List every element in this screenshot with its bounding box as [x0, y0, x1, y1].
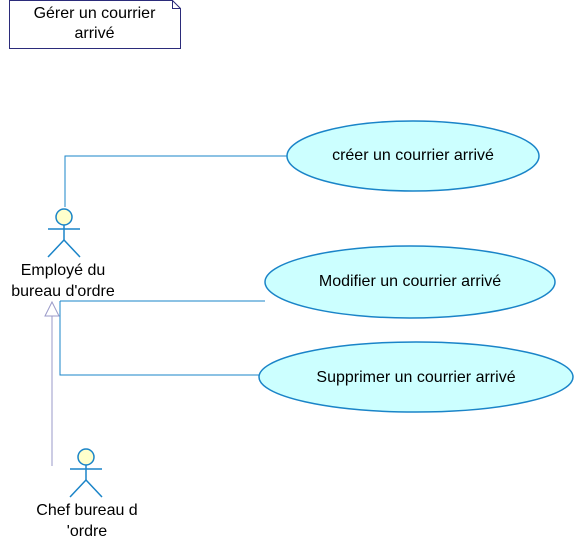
association-line-supprimer	[59, 301, 259, 376]
actor-chef-label-line-2: 'ordre	[66, 523, 108, 540]
actor-chef-head	[77, 448, 95, 466]
actor-chef-label-line-1: Chef bureau d	[36, 502, 138, 519]
actor-employe-label-line-1: Employé du	[20, 262, 106, 279]
actor-employe-label-line-2: bureau d'ordre	[11, 283, 115, 300]
actor-chef-label: Chef bureau d 'ordre	[22, 500, 152, 542]
actor-employe-head	[55, 208, 73, 226]
usecase-modifier-ellipse[interactable]	[264, 245, 556, 319]
usecase-creer-label[interactable]: créer un courrier arrivé	[332, 147, 494, 164]
note-text: Gérer un courrier arrivé	[9, 4, 180, 44]
actor-employe-figure[interactable]	[47, 208, 81, 258]
actor-chef-figure[interactable]	[69, 448, 103, 498]
usecase-supprimer-label[interactable]: Supprimer un courrier arrivé	[316, 369, 516, 386]
usecase-supprimer-ellipse[interactable]	[258, 341, 574, 413]
generalization-arrowhead	[44, 300, 60, 317]
actor-employe-label: Employé du bureau d'ordre	[0, 260, 126, 302]
diagram-note: Gérer un courrier arrivé	[9, 0, 181, 49]
note-border	[9, 0, 181, 49]
note-line-1: Gérer un courrier	[33, 5, 156, 22]
association-line-creer	[64, 155, 287, 207]
note-line-2: arrivé	[74, 25, 115, 42]
usecase-modifier-label[interactable]: Modifier un courrier arrivé	[318, 273, 502, 290]
usecase-creer-ellipse[interactable]	[286, 120, 540, 192]
